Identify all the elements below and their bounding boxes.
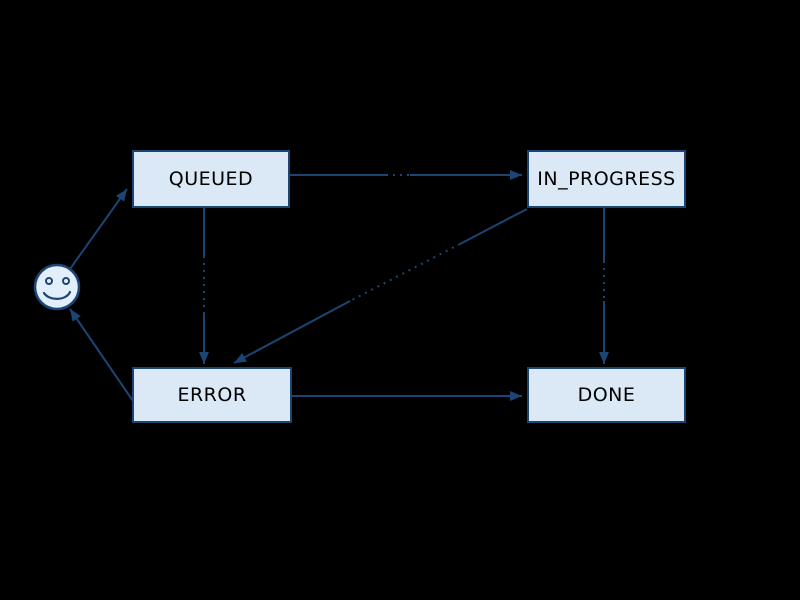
edge-error-to-start xyxy=(69,308,134,402)
smiley-face-icon xyxy=(33,263,81,311)
state-node-done: DONE xyxy=(527,367,686,423)
state-node-error: ERROR xyxy=(132,367,292,423)
state-node-in-progress: IN_PROGRESS xyxy=(527,150,686,208)
edge-inprogress-to-error-label-gap xyxy=(349,243,461,302)
state-node-queued: QUEUED xyxy=(132,150,290,208)
edge-start-to-queued xyxy=(69,188,128,270)
edge-inprogress-to-error-seg1 xyxy=(459,208,528,245)
edge-inprogress-to-error-seg2 xyxy=(233,300,351,364)
